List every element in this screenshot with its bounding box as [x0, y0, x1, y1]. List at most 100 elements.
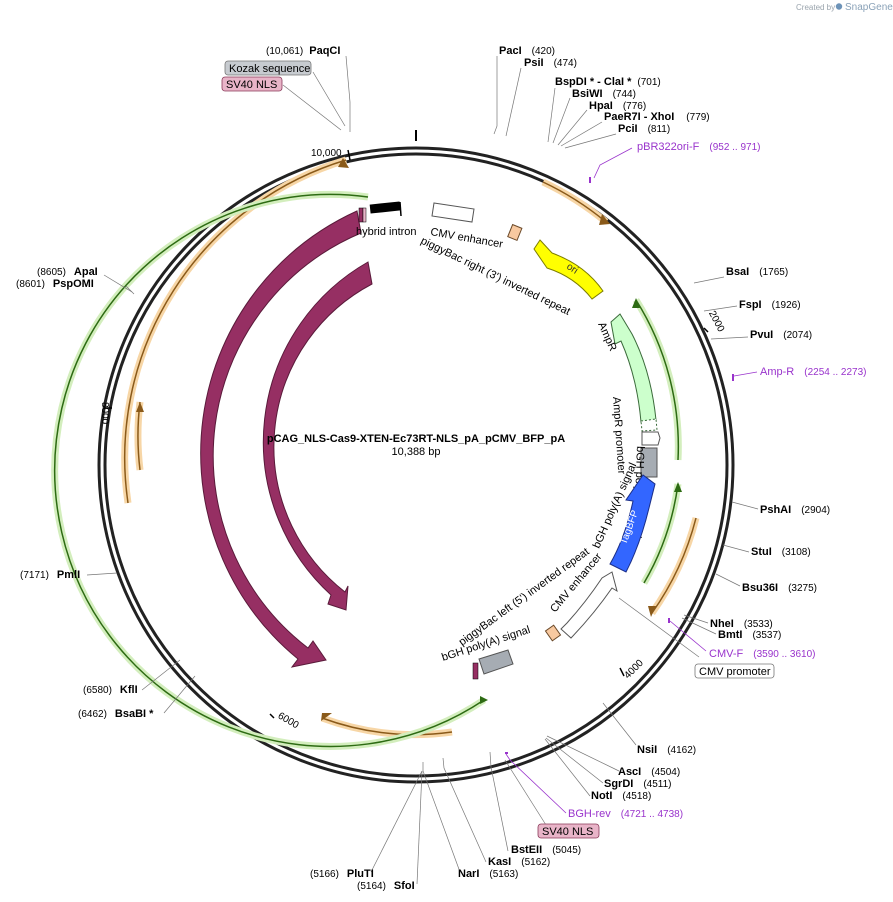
enzyme-bsiwi[interactable]: BsiWI(744): [572, 88, 636, 100]
leader-nsii: [602, 702, 637, 746]
sv40-nls-bottom-box[interactable]: [537, 823, 600, 839]
enzyme-pluti[interactable]: (5166)PluTI: [310, 868, 374, 880]
enzyme-paer7i-xhoi[interactable]: PaeR7I - XhoI(779): [604, 111, 710, 123]
enzyme-name: PmlI: [57, 569, 80, 581]
tick-label-10000: 10,000: [311, 148, 342, 159]
boxed-labels: Kozak sequence SV40 NLS CMV promoter SV4…: [221, 60, 775, 839]
enzyme-pmli[interactable]: (7171)PmlI: [20, 569, 80, 581]
primer-amp-r[interactable]: Amp-R(2254 .. 2273): [760, 366, 867, 378]
enzyme-bsabi[interactable]: (6462)BsaBI *: [78, 708, 154, 720]
leader-sgrdi: [545, 737, 604, 784]
enzyme-bspdi-clai[interactable]: BspDI * - ClaI *(701): [555, 76, 661, 88]
leader-bsiwi: [552, 97, 571, 144]
primer-name: Amp-R: [760, 366, 794, 378]
enzyme-bmti[interactable]: BmtI(3537): [718, 629, 781, 641]
orf-arrowhead-7: [632, 298, 640, 308]
enzyme-pspomi[interactable]: (8601)PspOMI: [16, 278, 94, 290]
enzyme-nsii[interactable]: NsiI(4162): [637, 744, 696, 756]
enzyme-bsteii[interactable]: BstEII (5045): [511, 844, 581, 856]
enzyme-sgrdi[interactable]: SgrDI(4511): [604, 778, 672, 790]
cas9-inner-label: Cas9: [232, 413, 246, 438]
enzyme-pos: (10,061): [266, 46, 303, 57]
cas9-outer-arrow[interactable]: [200, 210, 362, 668]
enzyme-name: SgrDI: [604, 778, 633, 790]
bgh-signal-bottom-box[interactable]: [478, 649, 514, 675]
leader-apai: [103, 274, 133, 293]
cmv-enhancer-top-box[interactable]: [431, 202, 475, 223]
enzyme-fspi[interactable]: FspI(1926): [739, 299, 801, 311]
enzyme-sfoi[interactable]: (5164)SfoI: [357, 880, 415, 892]
ampr-promoter-box[interactable]: [641, 431, 661, 446]
enzyme-bsai[interactable]: BsaI(1765): [726, 266, 788, 278]
enzyme-kfli[interactable]: (6580)KflI: [83, 684, 138, 696]
enzyme-pcii[interactable]: PciI(811): [618, 123, 670, 135]
enzyme-nhei[interactable]: NheI(3533): [710, 618, 773, 630]
enzyme-kasi[interactable]: KasI(5162): [488, 856, 550, 868]
sv40-nls-top-box[interactable]: [221, 76, 283, 92]
bgh-signal-right-box[interactable]: [640, 447, 658, 478]
enzyme-leaders: [86, 55, 759, 885]
enzyme-noti[interactable]: NotI(4518): [591, 790, 651, 802]
tick-label-6000: 6000: [276, 711, 301, 732]
ampr-arrow-tail: [640, 418, 658, 432]
leader-kasi: [442, 757, 487, 863]
enzyme-bsu36i[interactable]: Bsu36I(3275): [742, 582, 817, 594]
enzyme-pos: (1926): [772, 300, 801, 311]
tick-2000: [703, 327, 709, 333]
enzyme-apai[interactable]: (8605)ApaI: [37, 266, 98, 278]
leader-cmv-f: [669, 620, 707, 652]
primer-bgh-rev[interactable]: BGH-rev(4721 .. 4738): [568, 808, 683, 820]
enzyme-pos: (5045): [552, 845, 581, 856]
sv40-nls-top-label: SV40 NLS: [226, 79, 277, 91]
cmv-promoter-box[interactable]: [694, 663, 775, 679]
enzyme-pos: (5162): [521, 857, 550, 868]
leader-kfli: [141, 659, 181, 691]
plasmid-name: pCAG_NLS-Cas9-XTEN-Ec73RT-NLS_pA_pCMV_BF…: [267, 433, 565, 445]
orf-arc-right: [651, 517, 697, 614]
ori-arrow[interactable]: [533, 239, 604, 300]
enzyme-name: BstEII: [511, 844, 542, 856]
enzyme-pvui[interactable]: PvuI(2074): [750, 329, 812, 341]
tagbfp-arrow[interactable]: [609, 474, 656, 573]
leader-sv40-bottom: [504, 759, 547, 826]
leader-pbr322ori-f: [593, 147, 633, 179]
cas9-inner-arrow[interactable]: [262, 261, 373, 611]
enzyme-name: PciI: [618, 123, 638, 135]
enzyme-pshai[interactable]: PshAI(2904): [760, 504, 830, 516]
primer-cmv-f[interactable]: CMV-F(3590 .. 3610): [709, 648, 816, 660]
kozak-marker: [362, 207, 367, 223]
enzyme-psii[interactable]: PsiI(474): [524, 57, 577, 69]
enzyme-hpai[interactable]: HpaI(776): [589, 100, 646, 112]
primer-pbr322ori-f[interactable]: pBR322ori-F(952 .. 971): [637, 141, 761, 153]
enzyme-paqci[interactable]: (10,061)PaqCI: [266, 45, 340, 57]
enzyme-pos: (3108): [782, 547, 811, 558]
enzyme-paci[interactable]: PacI(420): [499, 45, 555, 57]
ampr-promoter-label: AmpR promoter: [610, 396, 627, 475]
kozak-box[interactable]: [224, 60, 312, 76]
hybrid-intron-bar[interactable]: [369, 201, 401, 214]
leader-bmti: [681, 617, 717, 635]
enzyme-pos: (2904): [801, 505, 830, 516]
leader-sv40-top: [282, 84, 342, 131]
leader-paqci: [345, 55, 351, 132]
leader-paci: [493, 56, 498, 135]
enzyme-name: NarI: [458, 868, 479, 880]
enzyme-name: HpaI: [589, 100, 613, 112]
sv40-nls-bottom-label: SV40 NLS: [542, 826, 593, 838]
enzyme-name: NsiI: [637, 744, 657, 756]
orf-arc-left-outer: [123, 159, 347, 504]
primer-markers: [505, 177, 734, 754]
orf-arc-bfp: [643, 483, 679, 584]
leader-pvui: [710, 336, 749, 340]
enzyme-name: AscI: [618, 766, 641, 778]
primer-name: CMV-F: [709, 648, 744, 660]
piggybac-right-box[interactable]: [507, 223, 523, 242]
enzyme-pos: (420): [532, 46, 555, 57]
piggybac-left-box[interactable]: [544, 624, 562, 642]
cmv-enhancer-bottom-arrow[interactable]: [560, 571, 618, 639]
enzyme-asci[interactable]: AscI(4504): [618, 766, 680, 778]
enzyme-stui[interactable]: StuI(3108): [751, 546, 811, 558]
enzyme-name: PspOMI: [53, 278, 94, 290]
marker-cmv-f: [668, 618, 670, 623]
enzyme-nari[interactable]: NarI(5163): [458, 868, 518, 880]
